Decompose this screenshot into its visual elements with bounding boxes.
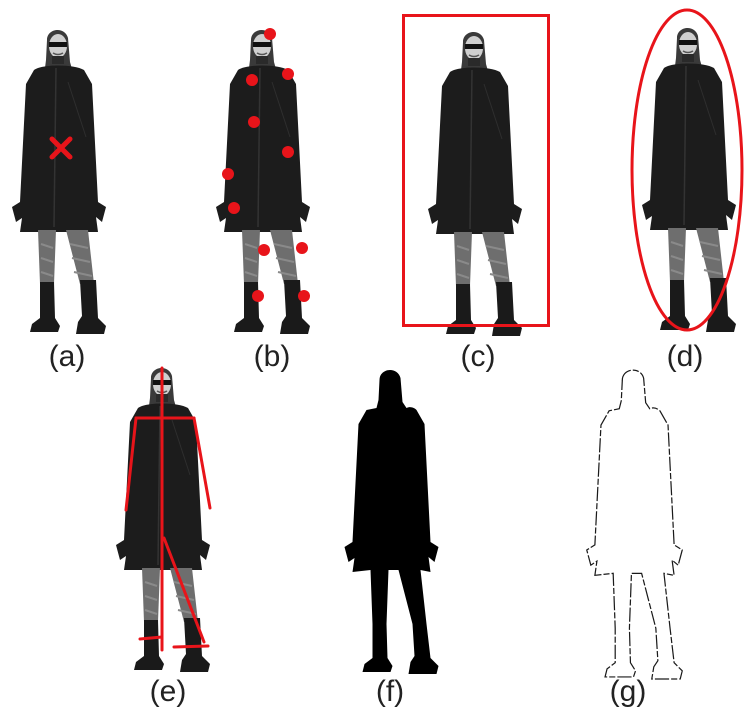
panel-f-figure: [336, 362, 451, 677]
caption-e: (e): [149, 675, 187, 708]
centroid-marker: [49, 136, 73, 160]
person-image-e: [115, 366, 212, 673]
caption-c: (c): [460, 340, 496, 373]
silhouette-image: [344, 369, 439, 674]
panel-b-figure: [212, 22, 322, 337]
caption-a: (a): [48, 340, 86, 373]
skeleton-lines: [124, 366, 212, 652]
person-image-b: [215, 28, 311, 336]
bounding-ellipse: [630, 8, 744, 332]
panel-c-figure: [402, 14, 552, 338]
caption-f: (f): [375, 675, 405, 708]
bounding-rectangle: [402, 14, 550, 327]
keypoint-markers: [222, 28, 310, 302]
contour-image: [586, 369, 683, 680]
panel-g-figure: [572, 360, 697, 680]
panel-e-figure: [112, 360, 222, 675]
caption-b: (b): [253, 340, 291, 373]
person-image-c: [402, 14, 550, 338]
caption-d: (d): [666, 340, 704, 373]
panel-a-figure: [8, 22, 118, 337]
person-image-a: [11, 28, 107, 336]
panel-d-figure: [630, 8, 745, 334]
person-image-d: [630, 8, 744, 334]
caption-g: (g): [609, 675, 647, 708]
